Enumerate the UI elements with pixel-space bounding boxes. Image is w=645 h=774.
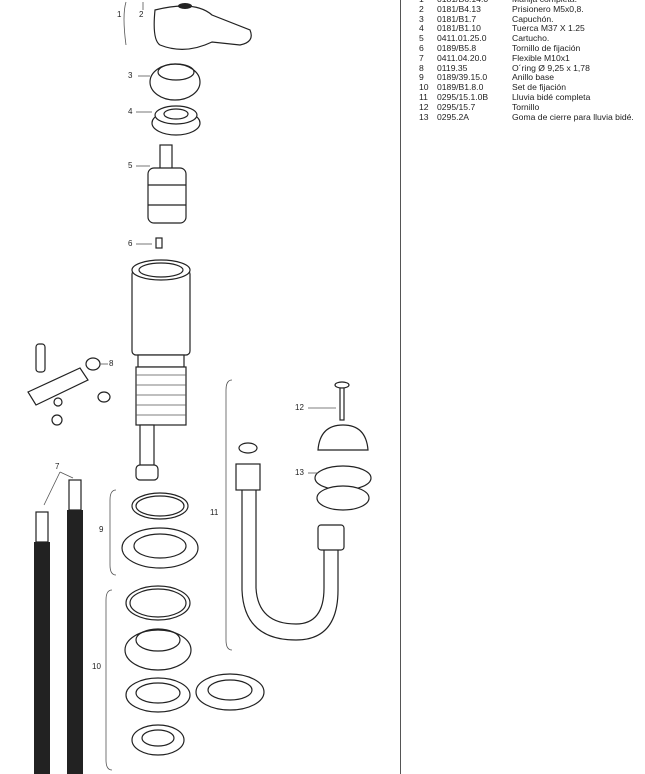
parts-row: 3 0181/B1.7 Capuchón. bbox=[419, 13, 642, 25]
part-fixing-set bbox=[105, 585, 265, 771]
part-number: 6 bbox=[419, 42, 424, 53]
part-code: 0119.35 bbox=[437, 62, 468, 73]
part-number: 8 bbox=[419, 62, 424, 73]
part-lever-assembly bbox=[27, 343, 111, 426]
part-code: 0411.01.25.0 bbox=[437, 33, 487, 44]
part-description: O´ring Ø 9,25 x 1,78 bbox=[512, 62, 590, 73]
part-cap bbox=[138, 63, 201, 101]
callout-7: 7 bbox=[55, 462, 60, 471]
part-handle bbox=[123, 1, 252, 50]
part-code: 0295.2A bbox=[437, 111, 470, 122]
part-code: 0295/15.1.0B bbox=[437, 91, 489, 102]
part-code: 0411.04.20.0 bbox=[437, 52, 487, 63]
part-code: 0295/15.7 bbox=[437, 101, 476, 112]
part-cartridge bbox=[136, 144, 187, 224]
exploded-diagram bbox=[27, 1, 372, 774]
parts-row: 9 0189/39.15.0 Anillo base bbox=[419, 73, 642, 83]
part-base-ring bbox=[109, 489, 199, 576]
part-number: 13 bbox=[419, 111, 429, 122]
parts-row: 5 0411.01.25.0 Cartucho. bbox=[419, 33, 642, 44]
part-description: Set de fijación bbox=[512, 82, 566, 93]
part-description: Manija completa. bbox=[512, 0, 642, 5]
part-number: 5 bbox=[419, 33, 424, 44]
part-description: Anillo base bbox=[512, 72, 555, 83]
part-number: 4 bbox=[419, 23, 424, 34]
part-code: 0189/39.15.0 bbox=[437, 72, 488, 83]
callout-8: 8 bbox=[109, 359, 114, 368]
callout-1: 1 bbox=[117, 10, 122, 19]
callout-3: 3 bbox=[128, 71, 133, 80]
callout-6: 6 bbox=[128, 239, 133, 248]
part-code: 0181/B6.14.0 bbox=[437, 0, 512, 5]
parts-row: 6 0189/B5.8 Tornillo de fijación bbox=[419, 42, 642, 54]
part-description: Tornillo bbox=[512, 101, 540, 112]
part-description: Goma de cierre para lluvia bidé. bbox=[512, 111, 634, 122]
part-nut bbox=[136, 105, 201, 136]
parts-row: 12 0295/15.7 Tornillo bbox=[419, 101, 642, 113]
part-number: 3 bbox=[419, 13, 424, 24]
part-code: 0181/B4.13 bbox=[437, 3, 481, 14]
parts-row: 13 0295.2A Goma de cierre para lluvia bidé… bbox=[419, 111, 642, 123]
part-description: Tuerca M37 X 1.25 bbox=[512, 23, 585, 34]
parts-row: 10181/B6.14.0Manija completa. bbox=[419, 0, 642, 5]
part-code: 0189/B1.8.0 bbox=[437, 82, 484, 93]
parts-row: 11 0295/15.1.0B Lluvia bidé completa bbox=[419, 91, 642, 103]
callout-12: 12 bbox=[295, 403, 304, 412]
parts-list: 10181/B6.14.0Manija completa.20181/B4.13… bbox=[419, 0, 642, 122]
parts-row: 8 0119.35 O´ring Ø 9,25 x 1,78 bbox=[419, 62, 642, 74]
part-code: 0181/B1.10 bbox=[437, 23, 481, 34]
callout-9: 9 bbox=[99, 525, 104, 534]
callout-10: 10 bbox=[92, 662, 101, 671]
part-code: 0189/B5.8 bbox=[437, 42, 477, 53]
part-number: 2 bbox=[419, 3, 424, 14]
parts-row: 10 0189/B1.8.0 Set de fijación bbox=[419, 82, 642, 93]
part-description: Tornillo de fijación bbox=[512, 42, 581, 53]
callout-4: 4 bbox=[128, 107, 133, 116]
part-number: 10 bbox=[419, 82, 429, 93]
part-body bbox=[131, 259, 191, 481]
part-number: 1 bbox=[419, 0, 437, 5]
part-description: Flexible M10x1 bbox=[512, 52, 570, 63]
callout-11: 11 bbox=[210, 508, 219, 517]
part-description: Capuchón. bbox=[512, 13, 554, 24]
part-flexible-hoses bbox=[34, 471, 83, 774]
part-bidet-spray bbox=[225, 379, 372, 651]
parts-row: 2 0181/B4.13 Prisionero M5x0,8. bbox=[419, 3, 642, 15]
divider bbox=[400, 0, 401, 774]
part-number: 11 bbox=[419, 91, 428, 102]
part-code: 0181/B1.7 bbox=[437, 13, 477, 24]
part-description: Cartucho. bbox=[512, 33, 550, 44]
part-description: Prisionero M5x0,8. bbox=[512, 3, 584, 14]
part-number: 7 bbox=[419, 52, 424, 63]
callout-2: 2 bbox=[139, 10, 144, 19]
callout-13: 13 bbox=[295, 468, 304, 477]
part-number: 12 bbox=[419, 101, 429, 112]
parts-row: 4 0181/B1.10 Tuerca M37 X 1.25 bbox=[419, 24, 642, 34]
part-screw bbox=[136, 237, 163, 249]
part-number: 9 bbox=[419, 72, 424, 83]
callout-5: 5 bbox=[128, 161, 133, 170]
part-description: Lluvia bidé completa bbox=[512, 91, 591, 102]
parts-row: 7 0411.04.20.0 Flexible M10x1 bbox=[419, 52, 642, 64]
